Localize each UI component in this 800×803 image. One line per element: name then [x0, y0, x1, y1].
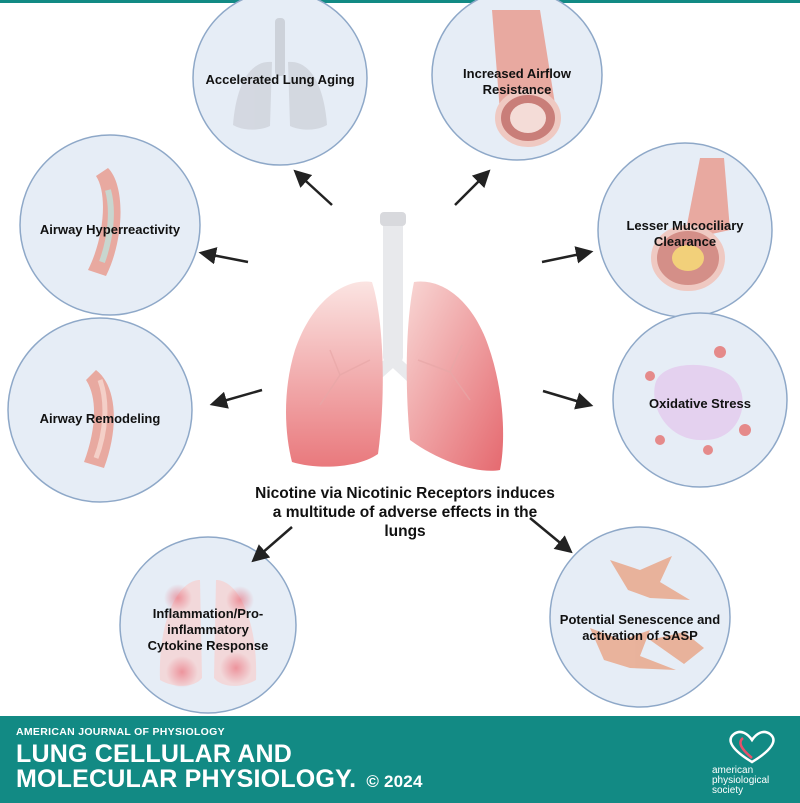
journal-title-line2: MOLECULAR PHYSIOLOGY.: [16, 765, 357, 793]
airway-tube-icon: [492, 10, 561, 147]
senescent-cells-icon: [590, 556, 704, 670]
right-lung-icon: [406, 281, 504, 471]
top-accent-bar: [0, 0, 800, 3]
bronchus-cross-section-icon: [651, 158, 730, 291]
effect-circle-airway-hyperreactivity: [19, 134, 201, 316]
aps-logo: american physiological society: [712, 728, 792, 796]
aps-heart-icon: [729, 730, 775, 764]
label-senescence: Potential Senescence and activation of S…: [559, 612, 721, 643]
lung-silhouette-icon: [233, 18, 327, 130]
left-lung-icon: [286, 281, 383, 467]
diagram-canvas: [7, 0, 788, 714]
effect-circle-oxidative-stress: [612, 312, 788, 488]
effect-circle-inflammation: [119, 536, 297, 714]
airway-segment-icon: [88, 168, 121, 276]
journal-title: LUNG CELLULAR AND MOLECULAR PHYSIOLOGY. ©…: [16, 742, 423, 794]
label-lung-aging: Accelerated Lung Aging: [205, 72, 355, 87]
label-inflammation: Inflammation/Pro-inflammatory Cytokine R…: [147, 606, 269, 653]
arrow-to-senescence: [529, 517, 573, 554]
arrow-to-oxidative-stress: [542, 389, 594, 410]
label-mucociliary-clearance: Lesser Mucociliary Clearance: [626, 218, 744, 249]
effect-circle-lung-aging: [192, 0, 368, 166]
label-airway-hyperreactivity: Airway Hyperreactivity: [39, 222, 181, 237]
copyright-notice: © 2024: [366, 772, 423, 791]
central-statement: Nicotine via Nicotinic Receptors induces…: [255, 485, 555, 540]
effect-circle-airway-remodeling: [7, 317, 193, 503]
journal-footer: AMERICAN JOURNAL OF PHYSIOLOGY LUNG CELL…: [0, 716, 800, 803]
label-airway-remodeling: Airway Remodeling: [39, 411, 161, 426]
arrow-to-mucociliary-clearance: [541, 246, 594, 264]
arrow-to-airflow-resistance: [454, 169, 491, 206]
central-lungs-illustration: [286, 212, 504, 471]
arrows: [198, 169, 594, 563]
arrow-to-airway-remodeling: [209, 388, 263, 409]
arrow-to-inflammation: [251, 526, 293, 563]
thickened-airway-icon: [84, 370, 114, 468]
aps-publisher-text: american physiological society: [712, 765, 770, 796]
arrow-to-airway-hyperreactivity: [198, 247, 249, 265]
effect-circle-mucociliary-clearance: [597, 142, 773, 318]
arrow-to-lung-aging: [293, 169, 333, 206]
label-oxidative-stress: Oxidative Stress: [649, 396, 751, 411]
effect-circle-airflow-resistance: [431, 0, 603, 161]
label-airflow-resistance: Increased Airflow Resistance: [463, 66, 571, 97]
oxidative-cell-icon: [645, 346, 751, 455]
journal-super-title: AMERICAN JOURNAL OF PHYSIOLOGY: [16, 726, 225, 738]
journal-title-line1: LUNG CELLULAR AND: [16, 740, 293, 768]
effect-circle-senescence: [549, 526, 731, 708]
inflamed-lungs-icon: [159, 580, 257, 688]
